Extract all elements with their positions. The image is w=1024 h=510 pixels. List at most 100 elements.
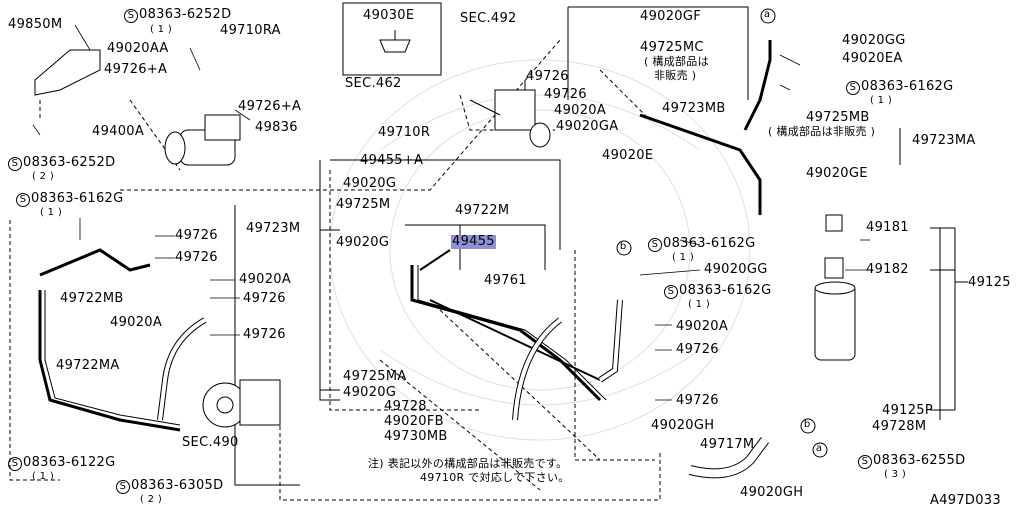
label-49020gg-top[interactable]: 49020GG <box>842 33 906 48</box>
marker-a-top: a <box>763 9 771 20</box>
label-49726-r1[interactable]: 49726 <box>676 342 719 357</box>
power-steering-pump <box>202 379 281 428</box>
label-49761[interactable]: 49761 <box>484 273 527 288</box>
qty-08363-6162g-left: ( 1 ) <box>40 207 63 218</box>
label-sec462[interactable]: SEC.462 <box>345 76 402 91</box>
label-49717m[interactable]: 49717M <box>700 437 755 452</box>
qty-08363-6252d-top: ( 1 ) <box>150 24 173 35</box>
label-49455a[interactable]: 49455+A <box>360 153 424 168</box>
marker-b-mid: b <box>619 241 627 252</box>
label-49725ma[interactable]: 49725MA <box>343 369 407 384</box>
label-sec492[interactable]: SEC.492 <box>460 11 517 26</box>
label-49726-l1[interactable]: 49726 <box>175 228 218 243</box>
steering-gear <box>469 80 551 148</box>
marker-b-bottom: b <box>803 419 811 430</box>
screw-symbol-icon: S <box>16 193 30 207</box>
qty-08363-6162g-r2: ( 1 ) <box>672 252 695 263</box>
label-49710ra[interactable]: 49710RA <box>220 23 281 38</box>
label-49725mb[interactable]: 49725MB <box>806 110 870 125</box>
label-49722m[interactable]: 49722M <box>455 203 510 218</box>
label-49455-highlighted[interactable]: 49455 <box>451 234 496 249</box>
qty-08363-6162g-r1: ( 1 ) <box>870 95 893 106</box>
label-49726-l3[interactable]: 49726 <box>243 291 286 306</box>
note-49725mc-2: 非販売 ) <box>654 69 697 82</box>
box-49030e <box>342 2 442 76</box>
label-49020g-b[interactable]: 49020G <box>336 235 390 250</box>
label-49728[interactable]: 49728 <box>384 399 427 414</box>
qty-08363-6122g: ( 1 ) <box>32 471 55 482</box>
label-49710r[interactable]: 49710R <box>378 125 431 140</box>
diagram-id: A497D033 <box>930 493 1001 508</box>
note-line-2: 49710R で対応して下さい。 <box>420 471 570 484</box>
label-49723m[interactable]: 49723M <box>246 221 301 236</box>
label-49020a-l1[interactable]: 49020A <box>239 272 292 287</box>
label-49725m[interactable]: 49725M <box>336 197 391 212</box>
label-49020a-r[interactable]: 49020A <box>676 319 729 334</box>
label-49726-r2[interactable]: 49726 <box>676 393 719 408</box>
label-49181[interactable]: 49181 <box>866 220 909 235</box>
actuator-49836 <box>164 114 241 166</box>
qty-08363-6252d-left: ( 2 ) <box>32 171 55 182</box>
label-49125p[interactable]: 49125P <box>882 403 933 418</box>
label-49020a-l2[interactable]: 49020A <box>110 315 163 330</box>
label-49182[interactable]: 49182 <box>866 262 909 277</box>
note-49725mc-1: ( 構成部品は <box>644 55 709 68</box>
label-49020e[interactable]: 49020E <box>602 148 654 163</box>
label-49020aa[interactable]: 49020AA <box>107 41 169 56</box>
label-49728m[interactable]: 49728M <box>872 419 927 434</box>
screw-symbol-icon: S <box>116 480 130 494</box>
label-49725mc[interactable]: 49725MC <box>640 40 704 55</box>
label-49020ga[interactable]: 49020GA <box>556 119 619 134</box>
label-49020g-a[interactable]: 49020G <box>343 176 397 191</box>
label-49030e[interactable]: 49030E <box>363 8 415 23</box>
label-49020ge[interactable]: 49020GE <box>806 166 868 181</box>
label-49125[interactable]: 49125 <box>968 275 1011 290</box>
qty-08363-6255d: ( 3 ) <box>884 469 907 480</box>
marker-a-bottom: a <box>815 443 823 454</box>
label-49020ea[interactable]: 49020EA <box>842 51 903 66</box>
label-49722mb[interactable]: 49722MB <box>60 291 124 306</box>
label-49726-l2[interactable]: 49726 <box>175 250 218 265</box>
label-49020gg-mid[interactable]: 49020GG <box>704 262 768 277</box>
label-49726-top2[interactable]: 49726 <box>544 87 587 102</box>
label-49730mb[interactable]: 49730MB <box>384 429 448 444</box>
label-49726a-top[interactable]: 49726+A <box>104 62 168 77</box>
label-49020g-c[interactable]: 49020G <box>343 385 397 400</box>
pipe-49725mb <box>639 113 762 215</box>
label-49020gh-b[interactable]: 49020GH <box>740 485 804 500</box>
pipe-49722mb <box>38 290 181 432</box>
pipe-49722m <box>410 265 602 402</box>
label-49723mb[interactable]: 49723MB <box>662 101 726 116</box>
screw-symbol-icon: S <box>648 238 662 252</box>
label-49400a[interactable]: 49400A <box>92 124 145 139</box>
label-49726-l4[interactable]: 49726 <box>243 327 286 342</box>
label-49850m[interactable]: 49850M <box>8 17 63 32</box>
label-49020gh-a[interactable]: 49020GH <box>651 418 715 433</box>
screw-symbol-icon: S <box>664 285 678 299</box>
label-49726a-mid[interactable]: 49726+A <box>238 99 302 114</box>
label-49020gf[interactable]: 49020GF <box>640 9 702 24</box>
note-49725mb: ( 構成部品は非販売 ) <box>768 125 876 138</box>
pipe-return <box>419 249 601 381</box>
screw-symbol-icon: S <box>8 157 22 171</box>
qty-08363-6162g-r3: ( 1 ) <box>688 299 711 310</box>
label-49020a-top[interactable]: 49020A <box>554 103 607 118</box>
label-49722ma[interactable]: 49722MA <box>56 358 120 373</box>
label-sec490[interactable]: SEC.490 <box>182 435 239 450</box>
label-49723ma[interactable]: 49723MA <box>912 133 976 148</box>
qty-08363-6305d: ( 2 ) <box>140 494 163 505</box>
label-49020fb[interactable]: 49020FB <box>384 414 444 429</box>
label-49836[interactable]: 49836 <box>255 120 298 135</box>
label-49726-top[interactable]: 49726 <box>526 69 569 84</box>
reservoir-tank <box>814 214 856 361</box>
